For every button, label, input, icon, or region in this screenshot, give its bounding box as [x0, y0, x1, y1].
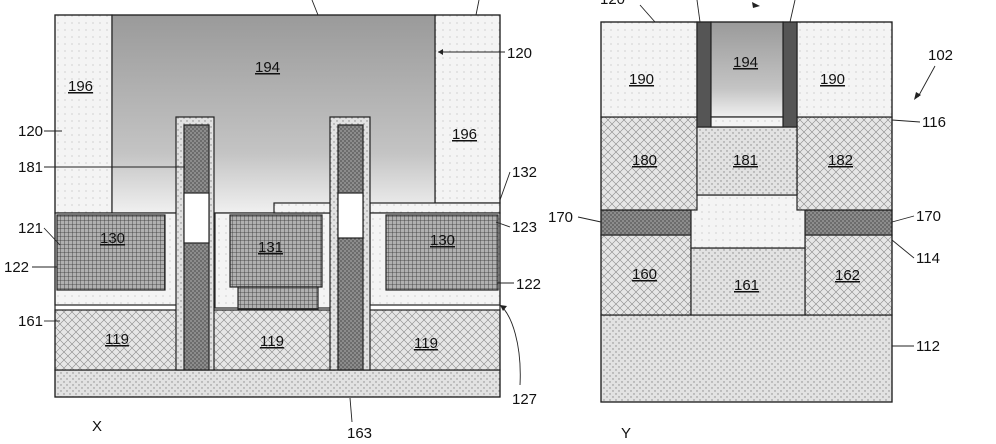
- callout-132: 132: [512, 164, 537, 181]
- region-190-left: [600, 21, 698, 118]
- callout-181: 181: [18, 159, 43, 176]
- left-frame: [54, 14, 501, 398]
- region-182: [796, 116, 893, 211]
- callout-121: 121: [18, 220, 43, 237]
- cap-123: [369, 202, 501, 214]
- region-180-label: 180: [632, 152, 657, 169]
- region-119-mid-label: 119: [260, 333, 284, 350]
- callout-163: 163: [347, 425, 372, 442]
- region-196-right-label: 196: [452, 126, 477, 143]
- fill-196-left: [54, 14, 113, 214]
- region-160: [600, 234, 692, 316]
- region-162-label: 162: [835, 267, 860, 284]
- gate-131: [229, 214, 323, 288]
- region-190-right-label: 190: [820, 71, 845, 88]
- spacer-right: [782, 21, 798, 128]
- substrate-112: [600, 314, 893, 403]
- fin-left-channel: [183, 192, 210, 244]
- layer-170-left: [600, 209, 692, 236]
- fin-left-core: [183, 124, 210, 371]
- layer-119-mid: [211, 309, 336, 371]
- liner-194-bottom: [710, 116, 784, 128]
- region-161-label: 161: [734, 277, 759, 294]
- callout-122-left: 122: [4, 259, 29, 276]
- region-119-right-label: 119: [414, 335, 438, 352]
- fin-right-core: [337, 124, 364, 371]
- substrate-x: [54, 369, 501, 398]
- region-190-right: [796, 21, 893, 118]
- region-181: [696, 126, 798, 196]
- fin-right-channel: [337, 192, 364, 239]
- callout-170-left: 170: [548, 209, 573, 226]
- region-190-left-label: 190: [629, 71, 654, 88]
- region-196-left-label: 196: [68, 78, 93, 95]
- region-180: [600, 116, 698, 211]
- callout-120-left: 120: [18, 123, 43, 140]
- channel-161: [690, 247, 806, 316]
- view-label-x: X: [92, 418, 102, 435]
- view-label-y: Y: [621, 425, 631, 442]
- right-cross-section: 194 190 190 180 181 182 160 161 162 102 …: [548, 0, 953, 442]
- region-160-label: 160: [632, 266, 657, 283]
- region-182-label: 182: [828, 152, 853, 169]
- left-cross-section: 194 196 196 130 131 130 119 119 119 120 …: [4, 0, 541, 442]
- callout-116: 116: [922, 114, 946, 131]
- gate-131-base: [237, 286, 319, 310]
- region-119-left-label: 119: [105, 331, 129, 348]
- callout-112: 112: [916, 338, 940, 355]
- callout-120-top: 120: [600, 0, 625, 8]
- region-131-label: 131: [258, 239, 283, 256]
- callout-170-right: 170: [916, 208, 941, 225]
- spacer-left: [696, 21, 712, 128]
- callout-161: 161: [18, 313, 43, 330]
- region-194-label: 194: [255, 59, 280, 76]
- region-162: [804, 234, 893, 316]
- callout-114: 114: [916, 250, 940, 267]
- fill-196-right: [434, 14, 501, 204]
- layer-170-right: [804, 209, 893, 236]
- epi-block: [690, 194, 806, 249]
- region-130-left-label: 130: [100, 230, 125, 247]
- region-130-right-label: 130: [430, 232, 455, 249]
- layer-119-right: [363, 309, 501, 371]
- gate-130-right: [385, 214, 499, 291]
- callout-127: 127: [512, 391, 537, 408]
- gate-130-left: [56, 214, 166, 291]
- callout-120-right: 120: [507, 45, 532, 62]
- region-181-label: 181: [733, 152, 758, 169]
- cap-132: [273, 202, 335, 214]
- right-frame: [600, 21, 893, 403]
- callout-122-right: 122: [516, 276, 541, 293]
- region-194-y-label: 194: [733, 54, 758, 71]
- callout-123: 123: [512, 219, 537, 236]
- callout-102: 102: [928, 47, 953, 64]
- gate-194: [111, 14, 436, 214]
- layer-119-left: [54, 309, 184, 371]
